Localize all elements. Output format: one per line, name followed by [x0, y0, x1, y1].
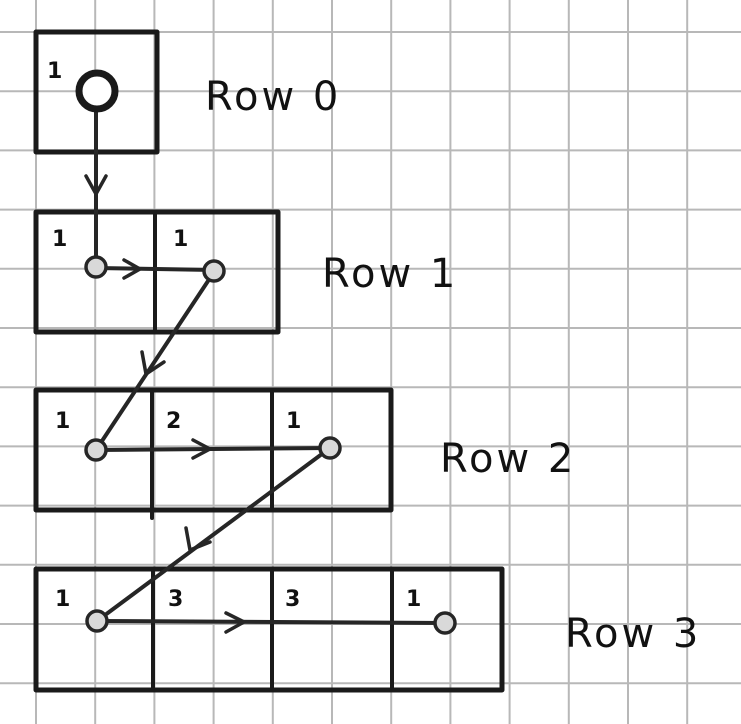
- arrow-down-left-icon: [140, 350, 166, 376]
- path-row2-across: [94, 446, 332, 452]
- row-1: 1 1 Row 1: [33, 209, 458, 335]
- row-2-cell-2-value: 1: [286, 409, 301, 434]
- arrow-heads: [84, 174, 246, 634]
- node-row3-a: [85, 609, 109, 633]
- row-3-cell-3-value: 1: [406, 587, 421, 612]
- row-2-cell-0-value: 1: [55, 409, 70, 434]
- arrow-right-icon: [122, 258, 142, 280]
- node-row3-b: [433, 611, 457, 635]
- node-row1-b: [202, 259, 226, 283]
- arrow-down-icon: [84, 174, 108, 196]
- row-1-cell-1-value: 1: [173, 227, 188, 252]
- path-row1-to-row2: [94, 270, 216, 452]
- row-2-cell-1-value: 2: [166, 409, 181, 434]
- row-3-cell-2-value: 3: [285, 587, 300, 612]
- row-0: 1 Row 0: [33, 29, 341, 155]
- node-row2-a: [84, 438, 108, 462]
- node-row2-b: [318, 436, 342, 460]
- row-0-label: Row 0: [205, 74, 341, 120]
- path-nodes: [75, 69, 457, 635]
- row-2-box: [33, 387, 394, 513]
- path-row1-across: [94, 266, 216, 272]
- row-0-cell-0-value: 1: [47, 59, 62, 84]
- row-1-cell-0-value: 1: [52, 227, 67, 252]
- row-3-cell-0-value: 1: [55, 587, 70, 612]
- path-row2-to-row3: [95, 446, 332, 623]
- arrow-down-left-icon: [184, 526, 212, 552]
- node-row1-a: [84, 255, 108, 279]
- row-1-label: Row 1: [322, 251, 458, 297]
- path-lines: [94, 110, 447, 625]
- arrow-right-icon: [191, 438, 212, 460]
- path-row3-across: [95, 619, 447, 625]
- row-2: 1 2 1 Row 2: [33, 387, 576, 520]
- row-3: 1 3 3 1 Row 3: [33, 566, 701, 693]
- row-2-label: Row 2: [440, 436, 576, 482]
- row-3-label: Row 3: [565, 611, 701, 657]
- row-3-box: [33, 566, 505, 693]
- row-3-cell-1-value: 3: [168, 587, 183, 612]
- start-node: [75, 69, 119, 113]
- arrow-right-icon: [224, 611, 246, 634]
